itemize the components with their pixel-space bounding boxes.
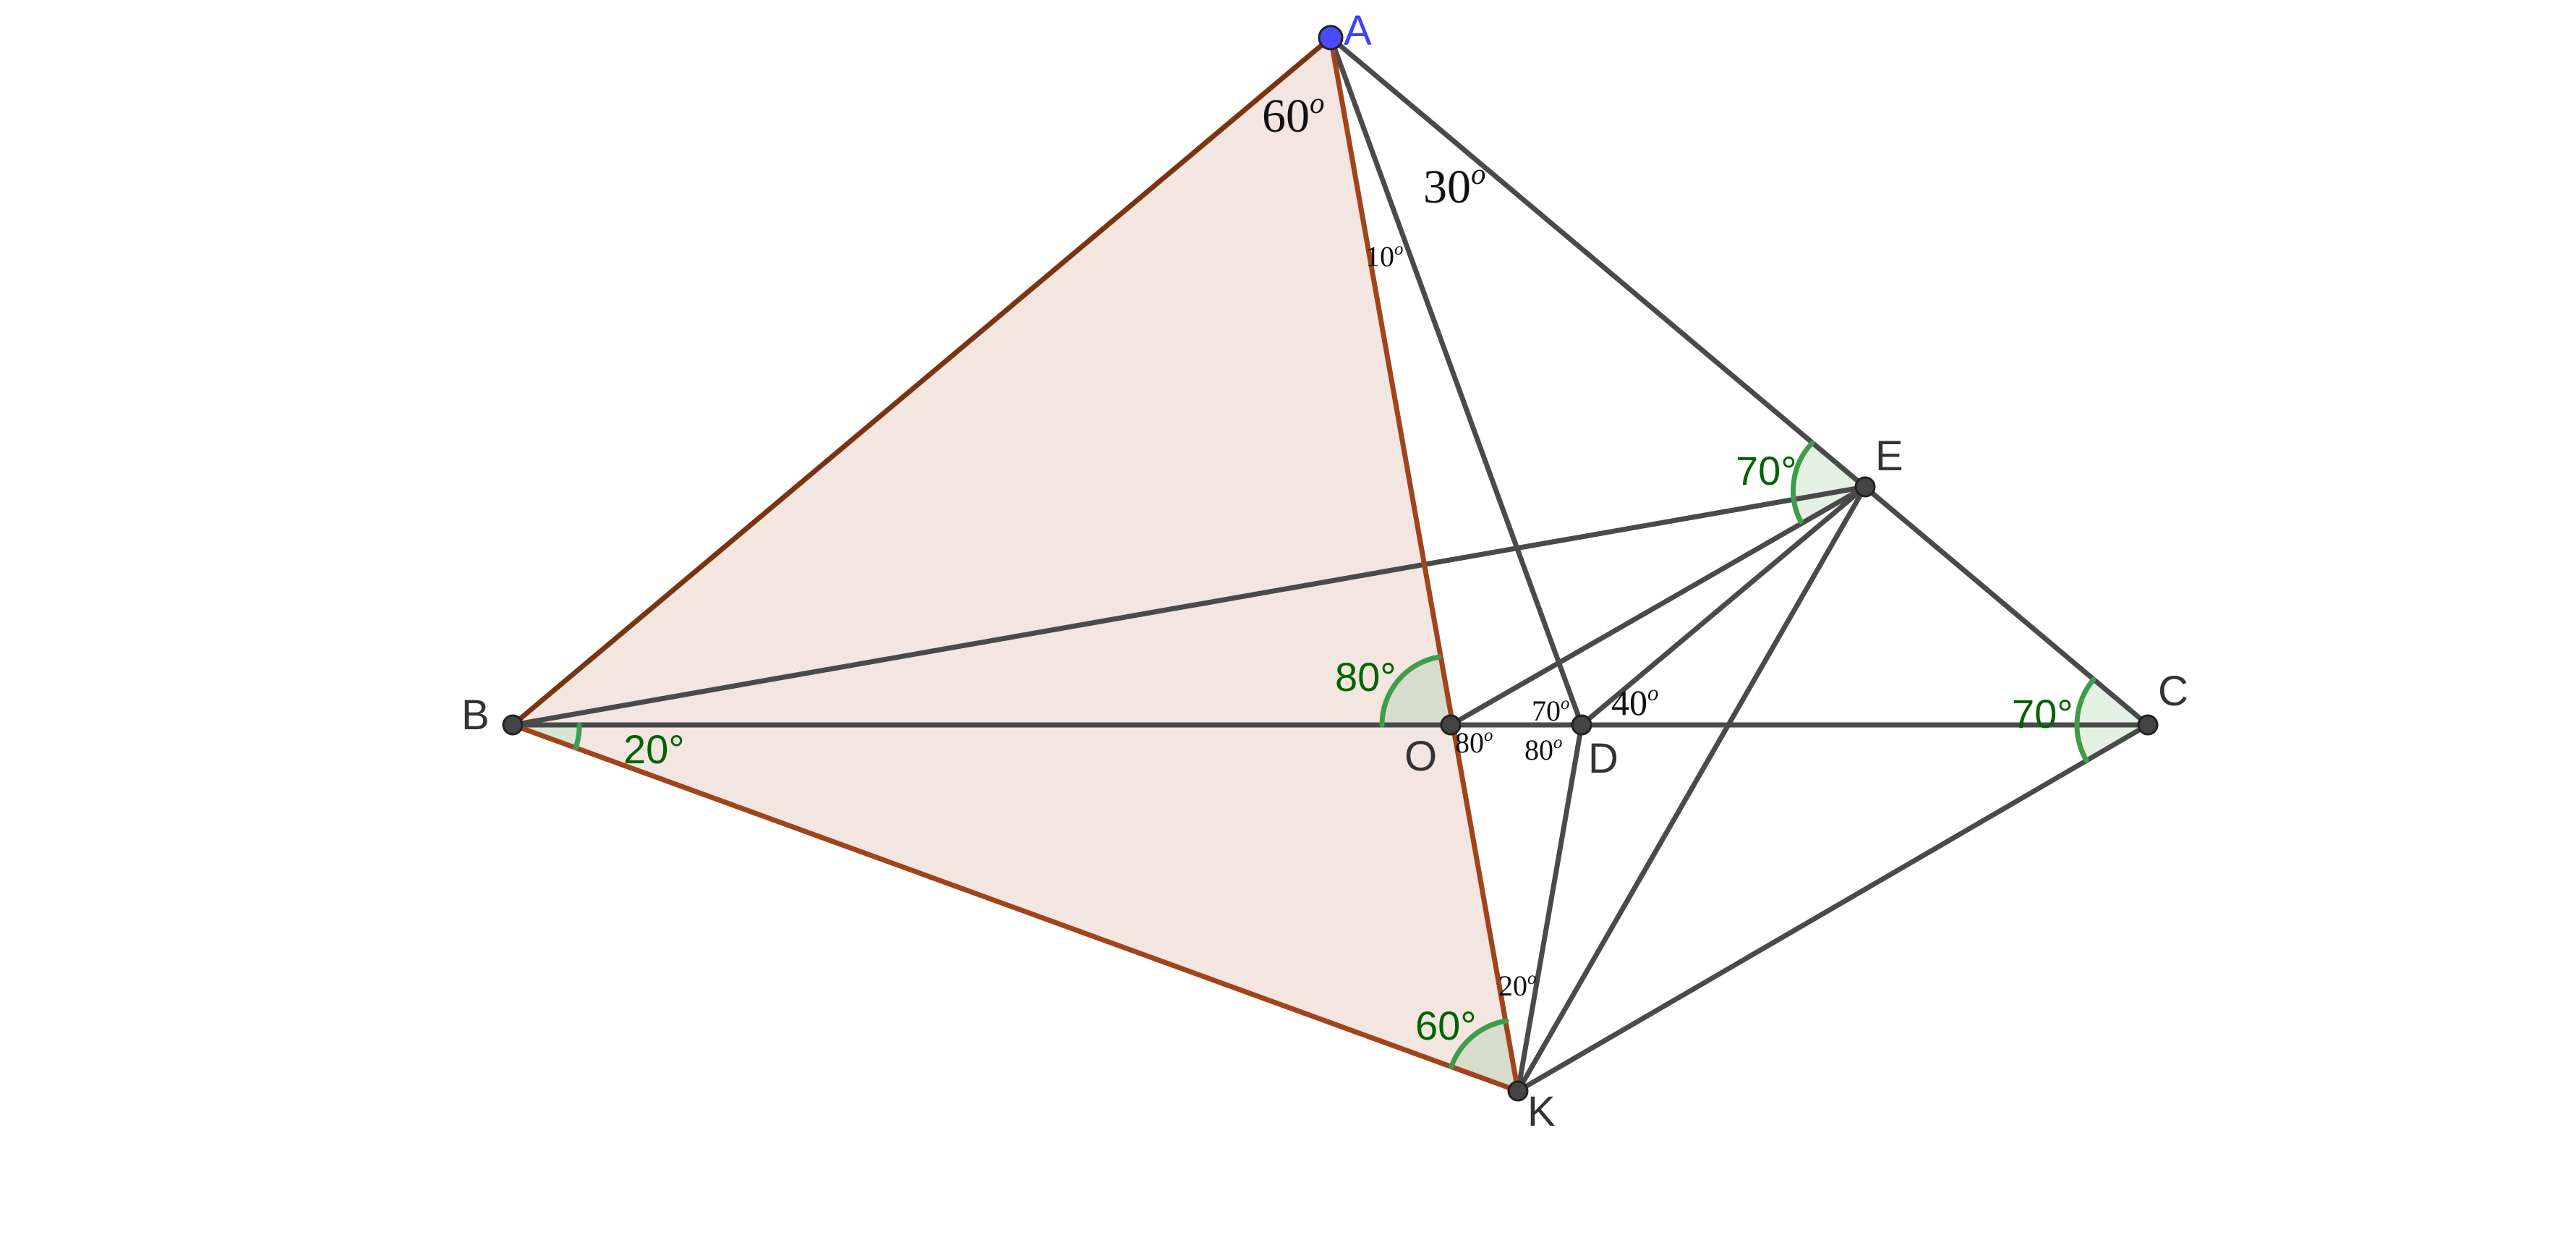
angle-fill-o (1381, 657, 1451, 725)
point-label-k: K (1527, 1088, 1556, 1135)
angle-text-60-at-a: 60o (1262, 87, 1324, 143)
angle-arc-o (1379, 654, 1442, 728)
point-label-d: D (1588, 735, 1618, 782)
angle-text-40-at-d: 40o (1611, 680, 1659, 723)
point-a[interactable] (1318, 25, 1344, 51)
angle-label-e: 70° (1736, 448, 1797, 493)
angle-text-30-at-a: 30o (1423, 158, 1485, 213)
point-d[interactable] (1571, 714, 1592, 736)
angle-fill-e (1793, 443, 1865, 522)
angle-arc-e (1791, 440, 1815, 525)
segment-kc (1515, 722, 2151, 1094)
triangle-abk-fill (513, 38, 1518, 1091)
angle-label-c: 70° (2012, 691, 2073, 737)
angle-fill-k (1451, 1021, 1518, 1091)
point-label-e: E (1875, 433, 1903, 480)
segment-bk (510, 722, 1521, 1094)
angle-text-70-at-d: 70o (1532, 694, 1569, 727)
point-label-o: O (1404, 733, 1437, 780)
angle-label-o: 80° (1335, 654, 1396, 700)
angle-arc-b (573, 722, 582, 751)
point-label-a: A (1344, 7, 1372, 54)
segment-ac (1328, 35, 2151, 728)
segment-ab (510, 35, 1334, 728)
point-label-b: B (461, 692, 490, 739)
angle-text-20-at-k: 20o (1498, 969, 1536, 1002)
point-o[interactable] (1440, 714, 1462, 736)
segment-ad (1328, 35, 1585, 728)
angle-arc-c (2074, 676, 2097, 763)
angle-fill-c (2076, 679, 2148, 760)
segment-de (1579, 484, 1868, 728)
angle-text-80-at-o: 80o (1455, 726, 1493, 759)
segment-ak (1328, 35, 1521, 1094)
angle-text-80-at-d: 80o (1524, 733, 1562, 766)
point-k[interactable] (1507, 1080, 1529, 1102)
angle-label-b: 20° (623, 726, 685, 772)
segment-be (510, 484, 1868, 728)
segment-oe (1448, 484, 1868, 728)
angle-arc-k (1449, 1018, 1509, 1069)
point-b[interactable] (502, 714, 524, 736)
point-e[interactable] (1854, 476, 1876, 498)
point-c[interactable] (2137, 714, 2159, 736)
point-label-c: C (2158, 668, 2188, 715)
angle-text-10-at-a: 10o (1365, 239, 1403, 273)
angle-label-k: 60° (1415, 1003, 1477, 1048)
segment-ke (1515, 484, 1868, 1094)
segment-dk (1515, 722, 1585, 1094)
